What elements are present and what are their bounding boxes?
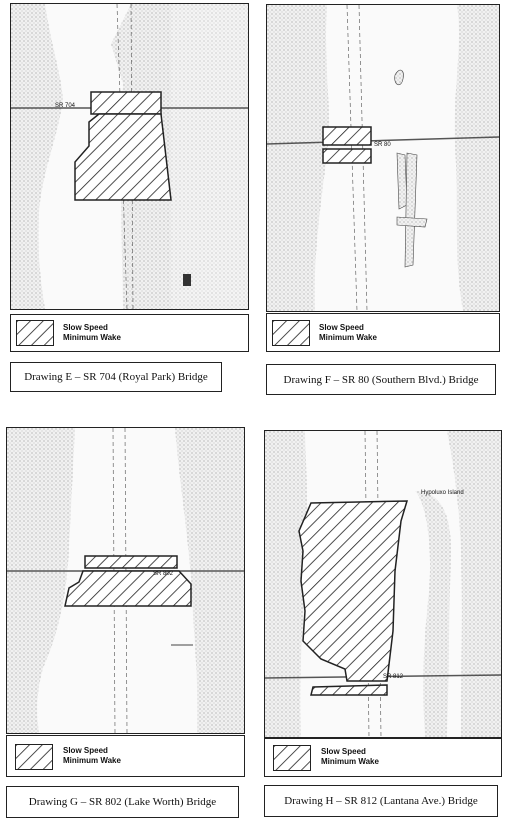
channel-line-west (112, 428, 116, 733)
legend-hatch-swatch (272, 320, 310, 346)
barrier-island-land (175, 428, 244, 733)
drawing-f-map-graphic (267, 5, 499, 311)
palm-beach-island-land (454, 5, 499, 311)
slow-speed-zone-north (90, 91, 162, 115)
slow-speed-zone-south (74, 113, 172, 201)
slow-speed-zone-south (310, 684, 388, 696)
channel-line-east (124, 428, 128, 733)
legend-label-slow-speed: Slow Speed (321, 747, 366, 756)
drawing-h-road-label: SR 812 (383, 674, 404, 680)
drawing-g-legend: Slow Speed Minimum Wake (6, 735, 245, 777)
channel-line-west (116, 4, 128, 309)
channel-line-east (358, 5, 368, 311)
channel-line-west (346, 5, 358, 311)
drawing-e-road-label: SR 704 (55, 103, 76, 109)
barrier-island-land (447, 431, 501, 737)
drawing-h-caption: Drawing H – SR 812 (Lantana Ave.) Bridge (264, 785, 498, 817)
legend-label-minimum-wake: Minimum Wake (321, 757, 379, 766)
slow-speed-zone-main (298, 500, 409, 682)
slow-speed-zone-north (84, 555, 178, 569)
legend-hatch-swatch (15, 744, 53, 770)
drawing-e-map: SR 704 (10, 3, 249, 310)
slow-speed-zone-south (64, 570, 192, 607)
sr80-road-line (267, 136, 499, 145)
slow-speed-zone-north (322, 126, 372, 146)
legend-label-minimum-wake: Minimum Wake (63, 333, 121, 342)
drawing-f-legend: Slow Speed Minimum Wake (266, 313, 500, 352)
legend-label-slow-speed: Slow Speed (63, 746, 108, 755)
west-shore-land (265, 431, 308, 737)
drawing-h-legend: Slow Speed Minimum Wake (264, 738, 502, 777)
legend-label-slow-speed: Slow Speed (63, 323, 108, 332)
drawing-h-map-graphic (265, 431, 501, 737)
west-shore-land (267, 5, 329, 311)
legend-label-minimum-wake: Minimum Wake (319, 333, 377, 342)
slow-speed-zone-south (322, 148, 372, 164)
drawing-g-map: SR 802 (6, 427, 245, 734)
drawing-f-road-label: SR 80 (374, 142, 391, 148)
drawing-g-caption: Drawing G – SR 802 (Lake Worth) Bridge (6, 786, 239, 818)
drawing-e-caption: Drawing E – SR 704 (Royal Park) Bridge (10, 362, 222, 392)
legend-hatch-swatch (273, 745, 311, 771)
legend-label-slow-speed: Slow Speed (319, 323, 364, 332)
drawing-f-caption: Drawing F – SR 80 (Southern Blvd.) Bridg… (266, 364, 496, 395)
drawing-h-place-label: Hypoluxo Island (421, 490, 464, 496)
drawing-h-map: Hypoluxo Island SR 812 (264, 430, 502, 738)
west-shore-land (7, 428, 75, 733)
drawing-f-map: SR 80 (266, 4, 500, 312)
drawing-e-legend: Slow Speed Minimum Wake (10, 314, 249, 352)
drawing-g-map-graphic (7, 428, 244, 733)
west-shore-land (11, 4, 63, 309)
legend-hatch-swatch (16, 320, 54, 346)
legend-label-minimum-wake: Minimum Wake (63, 756, 121, 765)
channel-line-east (130, 4, 134, 309)
drawing-e-map-graphic (11, 4, 248, 309)
drawing-g-road-label: SR 802 (153, 571, 174, 577)
